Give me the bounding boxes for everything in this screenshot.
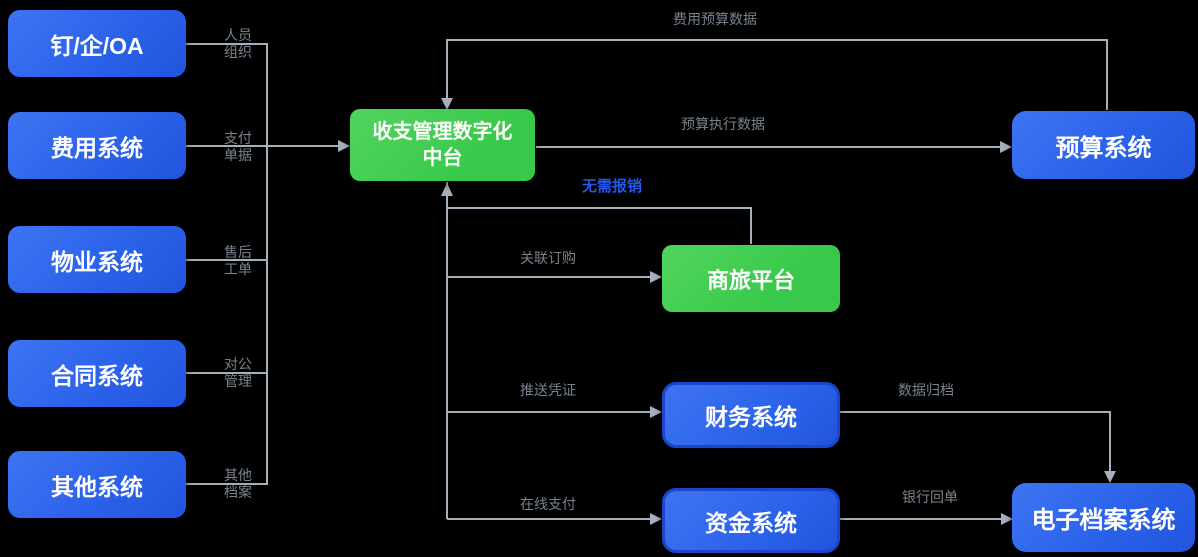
node-travel-platform: 商旅平台 bbox=[662, 245, 840, 312]
edge-label-budget-exec: 预算执行数据 bbox=[681, 116, 765, 132]
node-expense-system: 费用系统 bbox=[8, 112, 186, 179]
edge-data-archive-line bbox=[840, 411, 1111, 471]
tag-payment-doc: 支付 单据 bbox=[224, 130, 252, 164]
edge-label-budget-data: 费用预算数据 bbox=[673, 11, 757, 27]
tag-line: 其他 bbox=[224, 467, 252, 483]
tag-line: 售后 bbox=[224, 244, 252, 260]
edge-budget-data-line bbox=[446, 39, 1108, 110]
edge-label-no-reimburse: 无需报销 bbox=[581, 178, 643, 195]
tag-people-org: 人员 组织 bbox=[224, 27, 252, 61]
node-revenue-expense-hub: 收支管理数字化 中台 bbox=[350, 109, 535, 181]
edge-label-data-archive: 数据归档 bbox=[898, 382, 954, 398]
node-finance-system: 财务系统 bbox=[662, 382, 840, 448]
tag-line: 组织 bbox=[224, 44, 252, 60]
edge-label-push-voucher: 推送凭证 bbox=[520, 382, 576, 398]
tag-corporate-mgmt: 对公 管理 bbox=[224, 356, 252, 390]
node-property-system: 物业系统 bbox=[8, 226, 186, 293]
hub-label-line1: 收支管理数字化 bbox=[372, 121, 513, 143]
tag-line: 管理 bbox=[224, 373, 252, 389]
tag-line: 支付 bbox=[224, 130, 252, 146]
arrowhead-into-treasury bbox=[650, 513, 662, 525]
node-budget-system: 预算系统 bbox=[1012, 111, 1195, 179]
tag-other-archive: 其他 档案 bbox=[224, 467, 252, 501]
tag-line: 工单 bbox=[224, 261, 252, 277]
arrowhead-into-travel bbox=[650, 271, 662, 283]
node-earchive-system: 电子档案系统 bbox=[1012, 483, 1195, 552]
arrowhead-into-hub-top bbox=[441, 98, 453, 110]
arrowhead-into-finance bbox=[650, 406, 662, 418]
tag-aftersales-ticket: 售后 工单 bbox=[224, 244, 252, 278]
arrowhead-into-archive-top bbox=[1104, 471, 1116, 483]
tag-line: 人员 bbox=[224, 27, 252, 43]
arrowhead-into-hub-left bbox=[338, 140, 350, 152]
arrowhead-into-hub-bottom bbox=[441, 183, 453, 196]
node-contract-system: 合同系统 bbox=[8, 340, 186, 407]
edge-label-bank-receipt: 银行回单 bbox=[902, 489, 958, 505]
tag-line: 对公 bbox=[224, 356, 252, 372]
tag-line: 单据 bbox=[224, 147, 252, 163]
node-other-system: 其他系统 bbox=[8, 451, 186, 518]
node-treasury-system: 资金系统 bbox=[662, 488, 840, 553]
arrowhead-into-archive-left bbox=[1001, 513, 1013, 525]
arrowhead-into-budget bbox=[1000, 141, 1012, 153]
edge-label-online-pay: 在线支付 bbox=[520, 496, 576, 512]
hub-label-line2: 中台 bbox=[422, 147, 463, 169]
node-ding-qi-oa: 钉/企/OA bbox=[8, 10, 186, 77]
hub-label: 收支管理数字化 中台 bbox=[373, 119, 513, 171]
tag-line: 档案 bbox=[224, 484, 252, 500]
edge-label-related-order: 关联订购 bbox=[520, 250, 576, 266]
edge-no-reimburse-line bbox=[447, 207, 752, 244]
